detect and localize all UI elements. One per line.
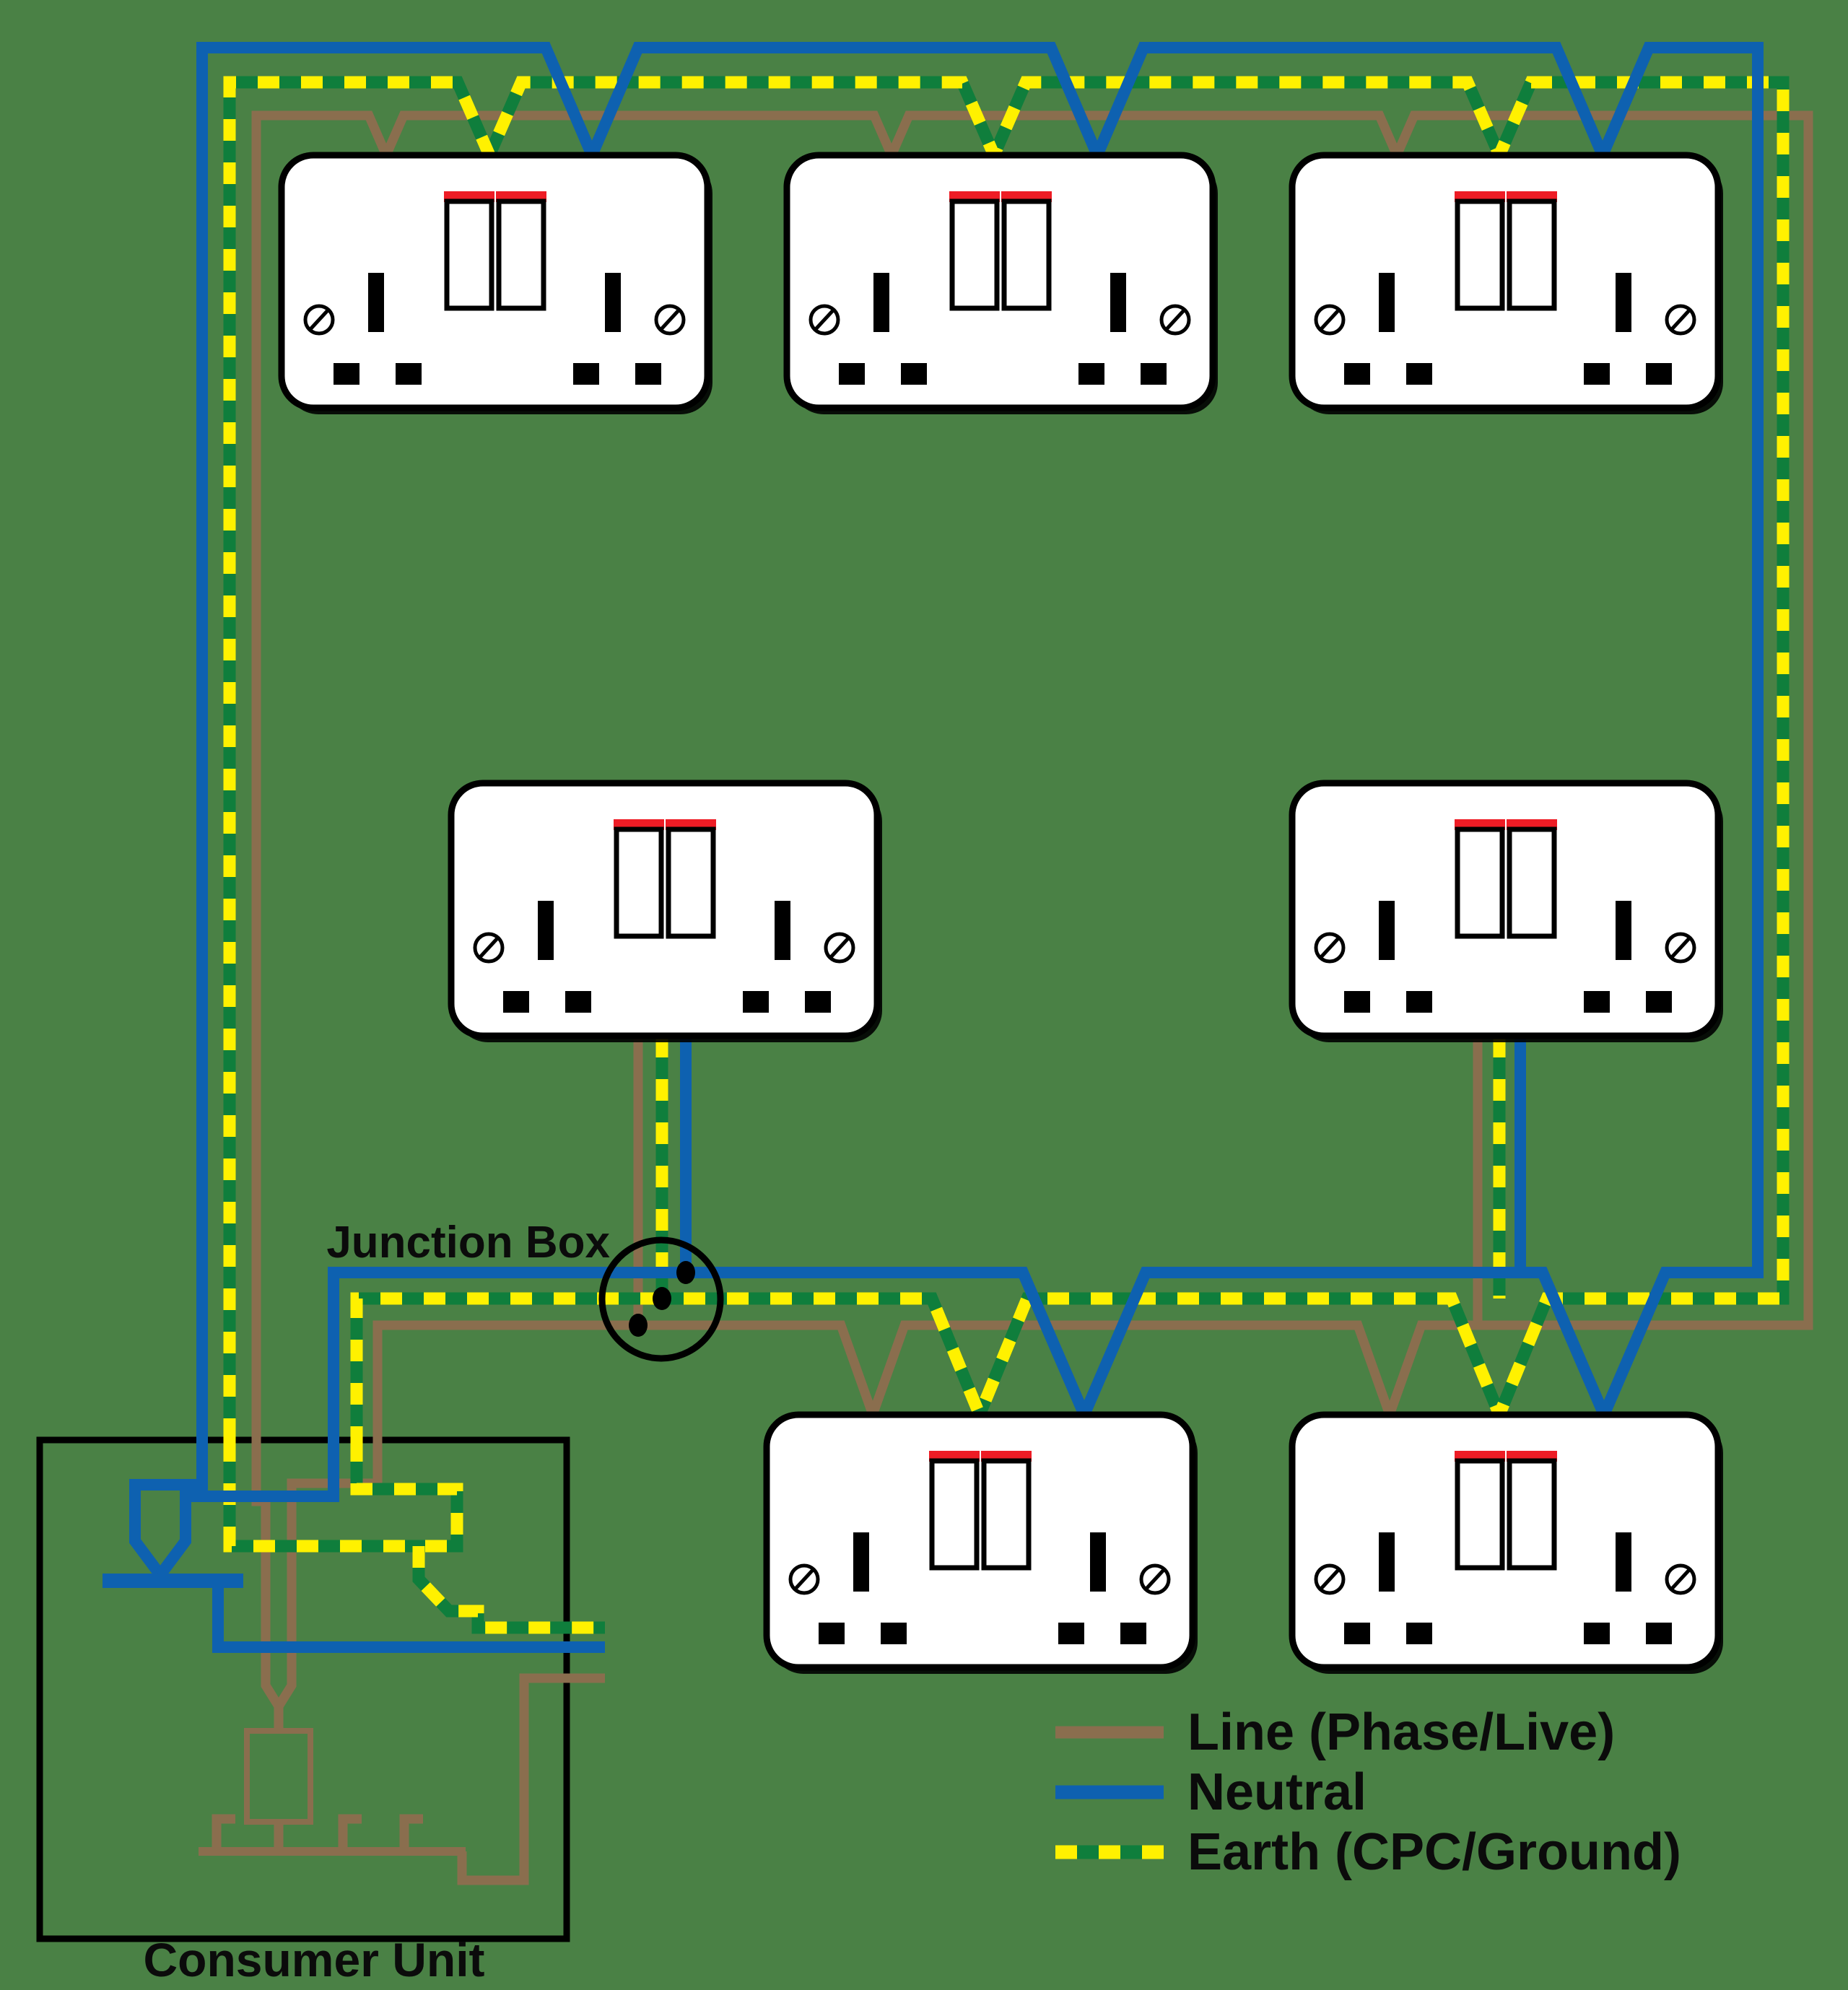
neutral-cu-leg-a bbox=[129, 1440, 208, 1579]
neutral-supply-tail bbox=[212, 1587, 605, 1653]
legend-item-line: Line (Phase/Live) bbox=[1055, 1703, 1615, 1761]
consumer-unit-box bbox=[36, 1436, 570, 1942]
neutral-wires bbox=[103, 42, 1764, 1653]
junction-box-label: Junction Box bbox=[326, 1218, 610, 1267]
earth-cu-leg-b-dash bbox=[350, 1440, 463, 1553]
double-socket-top-left bbox=[282, 155, 712, 414]
legend-label-earth: Earth (CPC/Ground) bbox=[1187, 1823, 1681, 1881]
earth-cu-leg-a-dash bbox=[223, 1440, 419, 1553]
junction-box bbox=[598, 1236, 724, 1362]
neutral-cu-leg-b bbox=[155, 1440, 339, 1579]
line-supply-tail bbox=[457, 1673, 605, 1885]
line-ring-wire bbox=[251, 110, 1813, 1440]
neutral-ring-wire bbox=[196, 42, 1764, 1440]
double-socket-mid-right bbox=[1292, 783, 1723, 1042]
earth-cpc-wires bbox=[223, 76, 1790, 1634]
busbar-way-3 bbox=[399, 1814, 423, 1851]
double-socket-top-middle bbox=[787, 155, 1218, 414]
legend-label-neutral: Neutral bbox=[1187, 1763, 1367, 1821]
double-socket-mid-left bbox=[451, 783, 882, 1042]
legend-item-earth: Earth (CPC/Ground) bbox=[1055, 1823, 1681, 1881]
busbar-way-1 bbox=[212, 1814, 235, 1851]
double-socket-top-right bbox=[1292, 155, 1723, 414]
line-cu-leg-b bbox=[274, 1440, 383, 1709]
junction-dot-line bbox=[629, 1314, 648, 1337]
legend: Line (Phase/Live) Neutral Earth (CPC/Gro… bbox=[1055, 1703, 1681, 1881]
junction-dot-neutral bbox=[676, 1261, 695, 1284]
double-socket-bottom-right bbox=[1292, 1415, 1723, 1674]
busbar-way-2 bbox=[338, 1814, 362, 1851]
junction-dot-earth bbox=[653, 1287, 671, 1310]
earth-ring-wire-dash bbox=[223, 76, 1790, 1440]
double-socket-bottom-middle bbox=[767, 1415, 1198, 1674]
legend-label-line: Line (Phase/Live) bbox=[1187, 1703, 1615, 1761]
legend-item-neutral: Neutral bbox=[1055, 1763, 1367, 1821]
junction-box-circle bbox=[598, 1236, 724, 1362]
consumer-unit-label: Consumer Unit bbox=[143, 1933, 484, 1986]
earth-supply-tail-dash bbox=[412, 1546, 605, 1634]
